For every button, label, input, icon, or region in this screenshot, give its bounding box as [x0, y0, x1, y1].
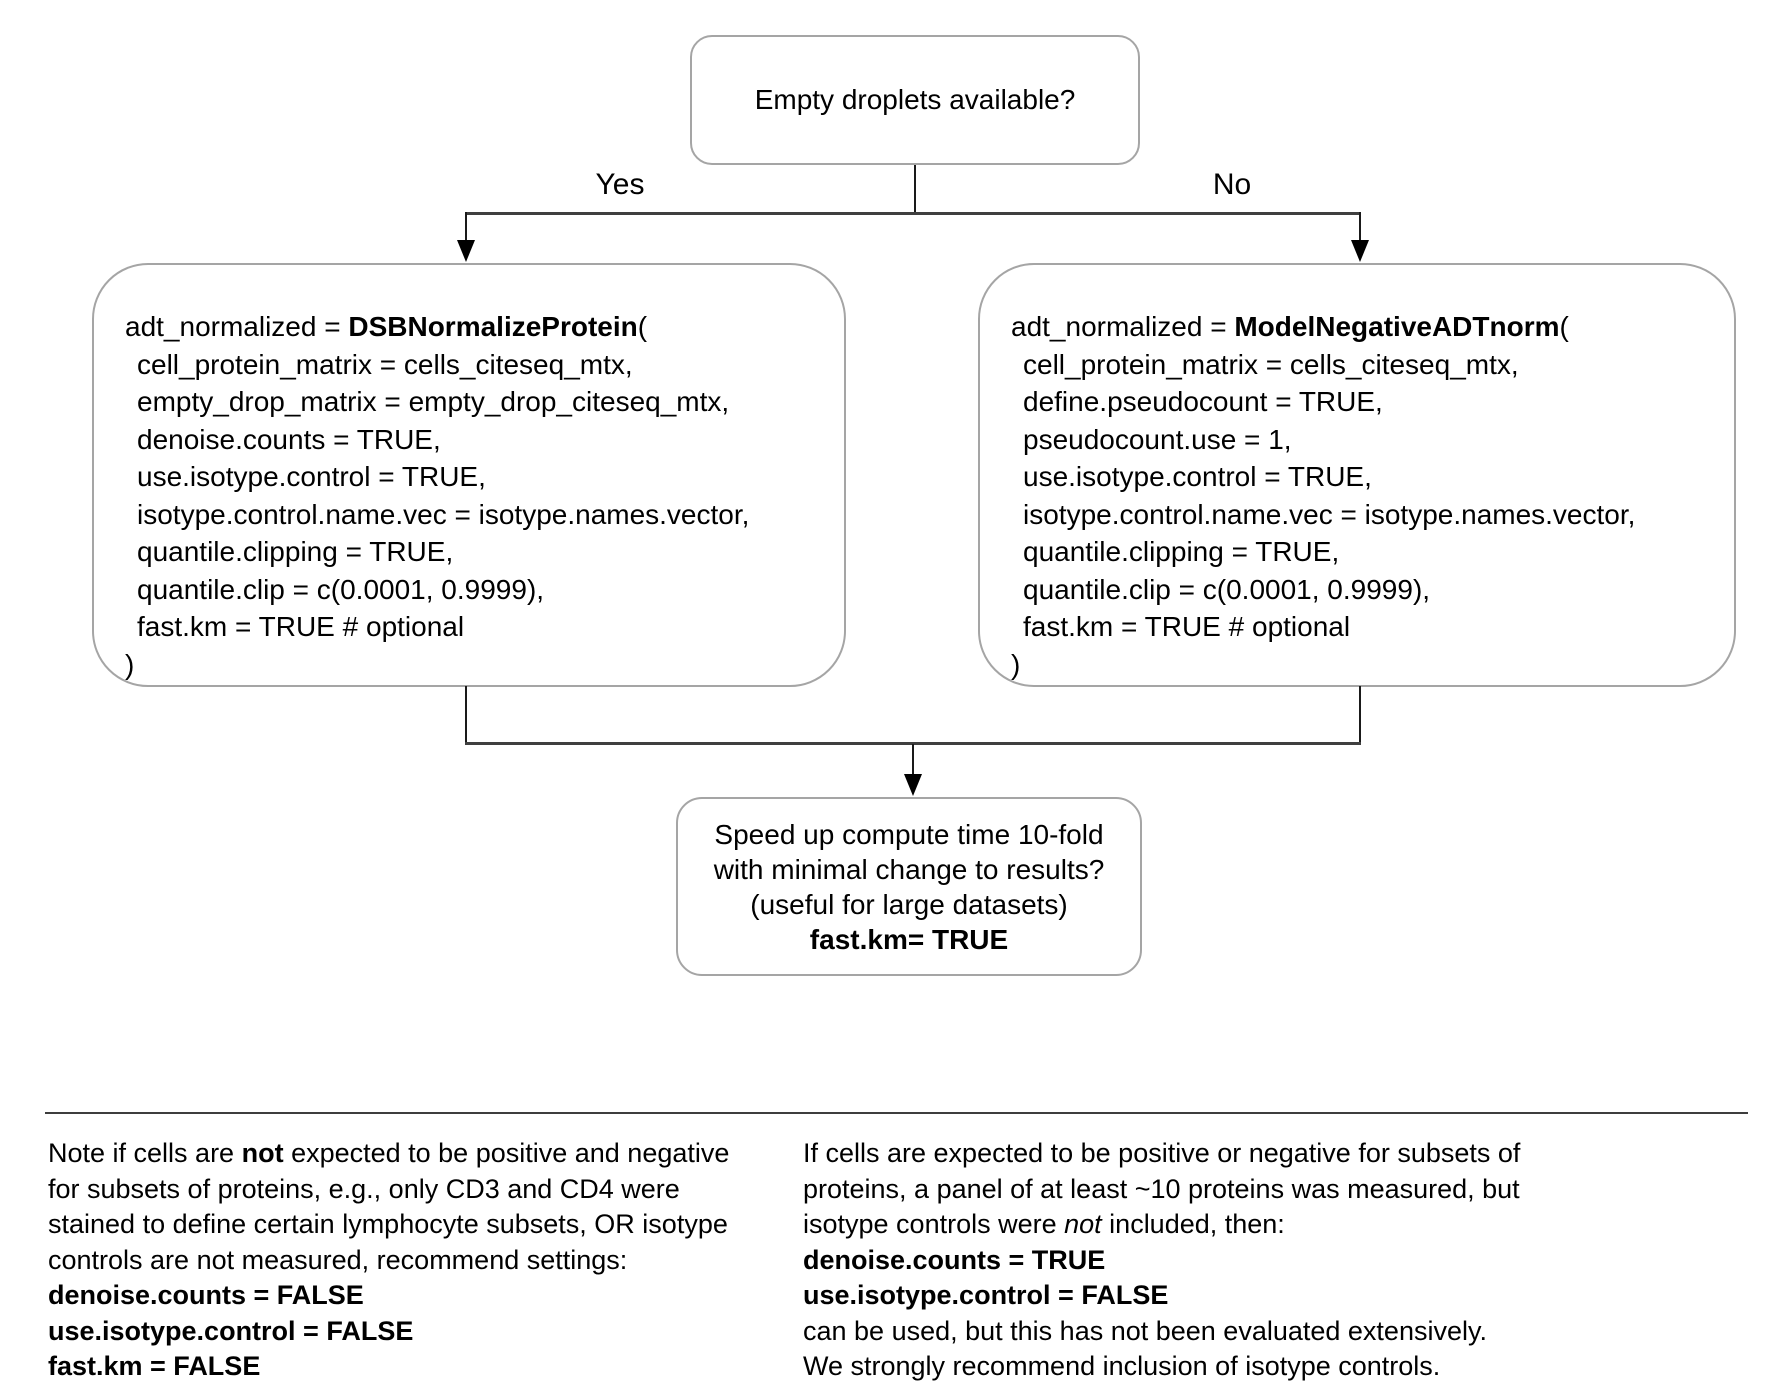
code-line-param: cell_protein_matrix = cells_citeseq_mtx, — [1023, 348, 1519, 380]
function-name: ModelNegativeADTnorm — [1234, 311, 1560, 342]
code-line-param: quantile.clipping = TRUE, — [1023, 536, 1340, 567]
note-setting: denoise.counts = FALSE — [48, 1280, 364, 1310]
code-line-param: pseudocount.use = 1, — [1023, 423, 1292, 455]
note-text: included, then: — [1101, 1209, 1285, 1239]
note-right: If cells are expected to be positive or … — [803, 1136, 1520, 1385]
code-line-close: ) — [1011, 648, 1021, 680]
arrowhead-yes-icon — [457, 240, 475, 262]
note-left: Note if cells are not expected to be pos… — [48, 1136, 729, 1385]
connector-branch-horizontal — [465, 212, 1361, 215]
no-label: No — [1212, 168, 1252, 201]
separator-line — [45, 1112, 1748, 1114]
note-line: If cells are expected to be positive or … — [803, 1138, 1521, 1168]
note-setting: use.isotype.control = FALSE — [803, 1280, 1169, 1310]
connector-right-stub — [1359, 686, 1361, 744]
decision-box: Empty droplets available? — [690, 35, 1140, 165]
code-line-param: quantile.clip = c(0.0001, 0.9999), — [1023, 573, 1431, 605]
connector-decision-vertical — [914, 165, 916, 214]
dsb-normalize-box: adt_normalized = DSBNormalizeProtein( ce… — [92, 263, 846, 687]
code-line-call: adt_normalized = DSBNormalizeProtein( — [125, 308, 828, 346]
note-text: expected to be positive and negative — [283, 1138, 730, 1168]
code-line-param: fast.km = TRUE # optional — [1023, 611, 1351, 642]
code-line-param: quantile.clip = c(0.0001, 0.9999), — [137, 573, 545, 605]
note-line: Note if cells are not expected to be pos… — [48, 1136, 729, 1172]
connector-no-vertical — [1359, 212, 1361, 245]
connector-yes-vertical — [465, 212, 467, 245]
note-setting: use.isotype.control = FALSE — [48, 1315, 414, 1346]
speed-box: Speed up compute time 10-fold with minim… — [676, 797, 1142, 976]
code-line-close: ) — [125, 648, 135, 680]
code-line-param: cell_protein_matrix = cells_citeseq_mtx, — [137, 348, 633, 380]
code-line-param: use.isotype.control = TRUE, — [137, 461, 486, 492]
arrowhead-speed-icon — [904, 774, 922, 796]
decision-question: Empty droplets available? — [754, 84, 1076, 115]
note-text-italic: not — [1064, 1209, 1102, 1239]
speed-box-setting: fast.km= TRUE — [809, 923, 1009, 955]
note-text: Note if cells are — [48, 1138, 242, 1168]
speed-box-line: (useful for large datasets) — [750, 888, 1068, 920]
code-line-param: denoise.counts = TRUE, — [137, 423, 441, 455]
model-negative-box: adt_normalized = ModelNegativeADTnorm( c… — [978, 263, 1736, 687]
assign-text: adt_normalized = — [125, 311, 349, 342]
function-name: DSBNormalizeProtein — [348, 311, 638, 342]
note-setting: fast.km = FALSE — [48, 1351, 261, 1381]
note-line: stained to define certain lymphocyte sub… — [48, 1209, 728, 1239]
yes-label: Yes — [595, 168, 645, 201]
code-line-param: isotype.control.name.vec = isotype.names… — [1023, 498, 1636, 530]
speed-box-line: with minimal change to results? — [713, 853, 1105, 885]
note-line: isotype controls were not included, then… — [803, 1207, 1520, 1243]
note-line: controls are not measured, recommend set… — [48, 1244, 628, 1275]
note-line: proteins, a panel of at least ~10 protei… — [803, 1173, 1520, 1204]
code-line-call: adt_normalized = ModelNegativeADTnorm( — [1011, 308, 1718, 346]
note-text: isotype controls were — [803, 1209, 1065, 1239]
note-line: can be used, but this has not been evalu… — [803, 1315, 1487, 1346]
code-line-param: isotype.control.name.vec = isotype.names… — [137, 498, 750, 530]
note-text-bold: not — [241, 1138, 284, 1168]
speed-box-line: Speed up compute time 10-fold — [714, 818, 1104, 850]
code-line-param: define.pseudocount = TRUE, — [1023, 386, 1383, 417]
code-line-param: fast.km = TRUE # optional — [137, 611, 465, 642]
connector-mid-vertical — [912, 744, 914, 776]
open-paren: ( — [1559, 311, 1569, 342]
code-line-param: empty_drop_matrix = empty_drop_citeseq_m… — [137, 386, 730, 417]
note-line: We strongly recommend inclusion of isoty… — [803, 1351, 1441, 1381]
code-line-param: quantile.clipping = TRUE, — [137, 536, 454, 567]
code-line-param: use.isotype.control = TRUE, — [1023, 461, 1372, 492]
arrowhead-no-icon — [1351, 240, 1369, 262]
open-paren: ( — [637, 311, 648, 342]
note-setting: denoise.counts = TRUE — [803, 1244, 1106, 1275]
connector-left-stub — [465, 686, 467, 744]
connector-join-horizontal — [465, 742, 1361, 745]
assign-text: adt_normalized = — [1011, 311, 1235, 342]
note-line: for subsets of proteins, e.g., only CD3 … — [48, 1173, 680, 1204]
